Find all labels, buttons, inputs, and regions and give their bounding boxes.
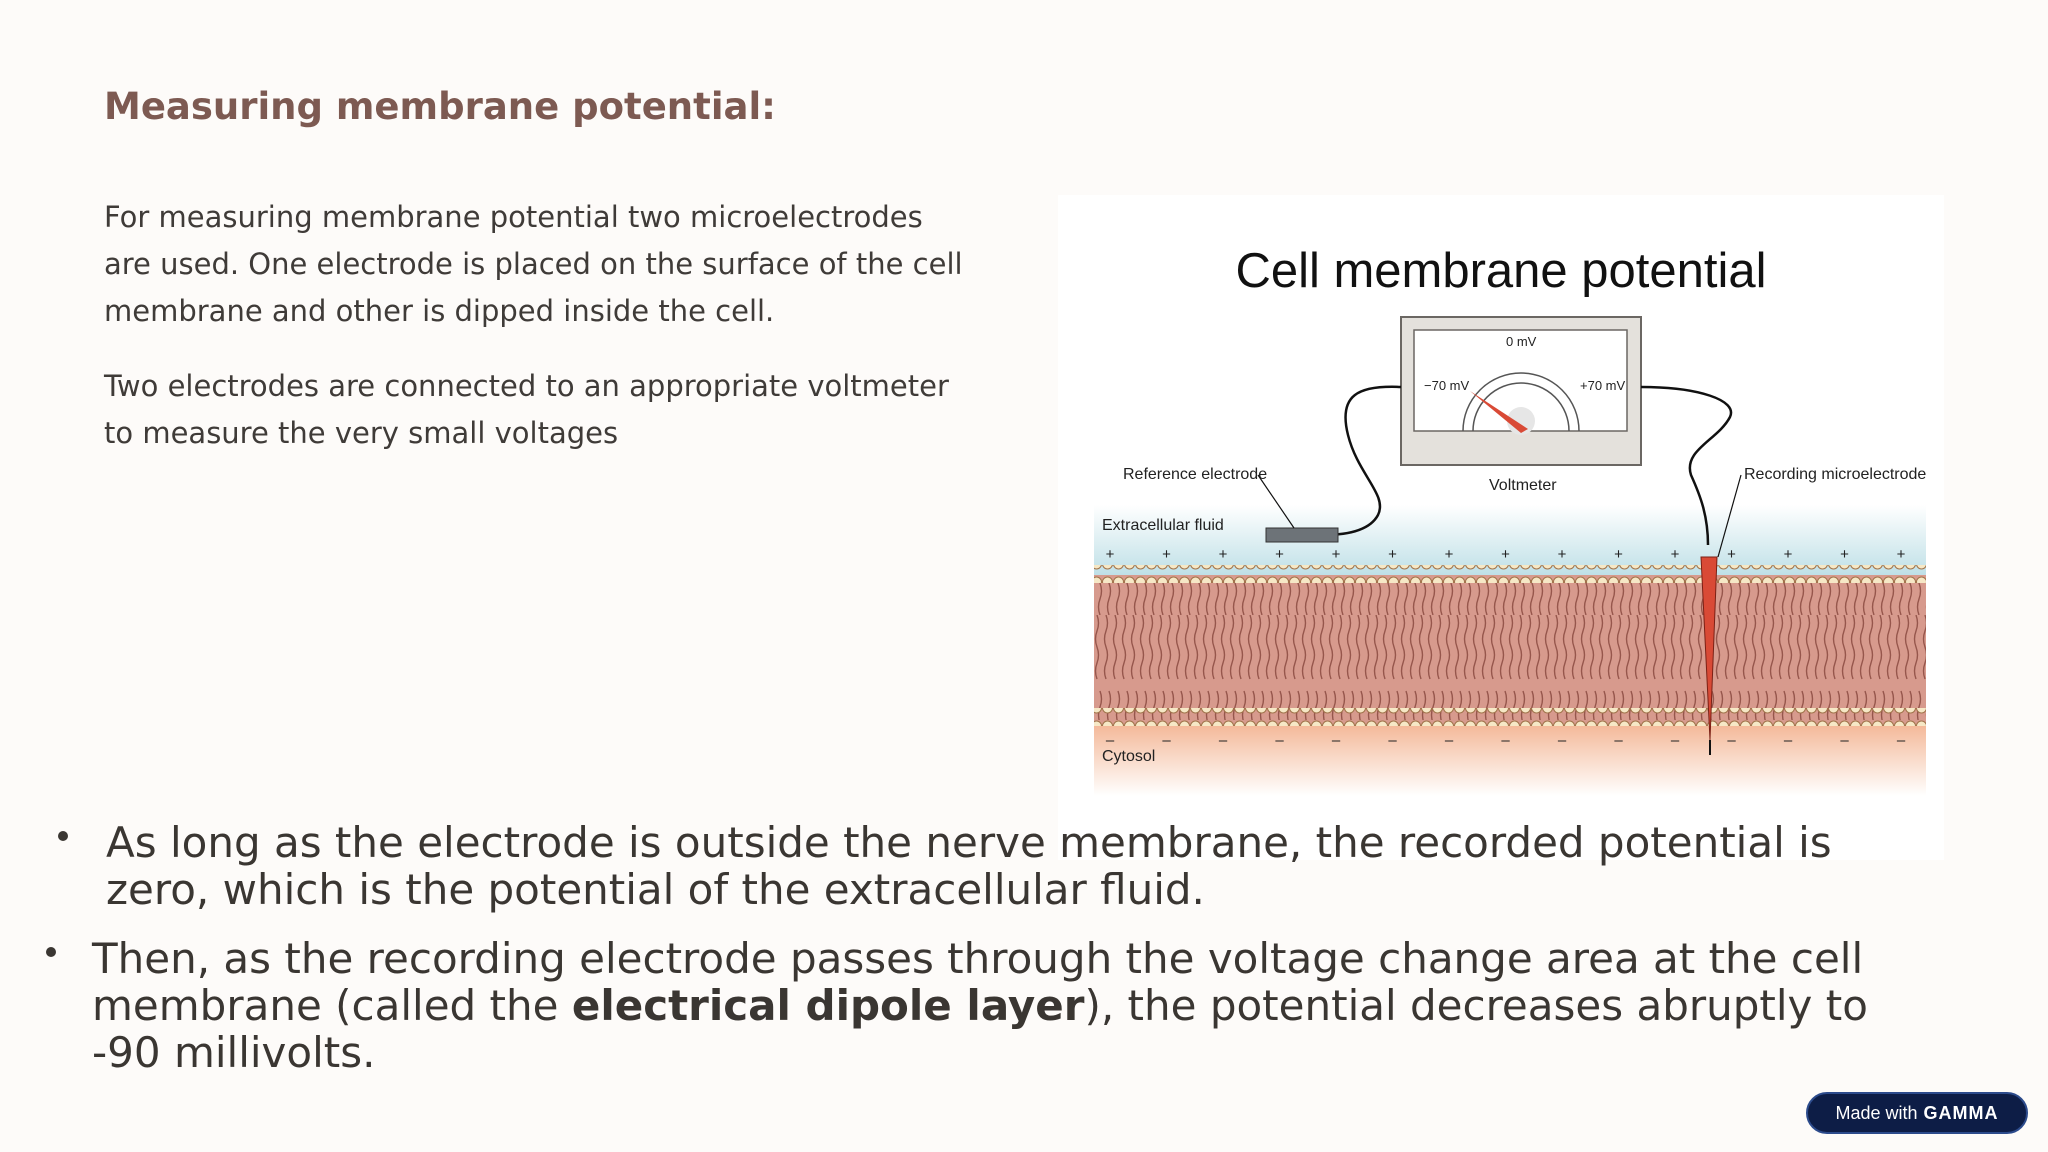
slide-title: Measuring membrane potential: [104,85,776,128]
plus-charge: + [1219,546,1228,563]
label-voltmeter: Voltmeter [1489,477,1557,494]
dial-arc-outer [1462,372,1580,432]
bullet-2-post: ), the potential decreases abruptly to -… [92,981,1868,1077]
plus-charge: + [1501,546,1510,563]
bullet-2-bold: electrical dipole layer [571,981,1085,1030]
plus-charge: + [1388,546,1397,563]
recording-pointer [1717,474,1742,558]
negative-charges: ––––––––––––––– [1106,732,1906,749]
positive-charges: + + + + + + + + + + + + + + + [1106,546,1906,563]
minus-charge: – [1897,732,1906,749]
label-neg-70: −70 mV [1424,378,1469,393]
label-cytosol: Cytosol [1102,748,1155,765]
minus-charge: – [1671,732,1680,749]
reference-pointer [1257,474,1295,529]
label-extracellular-fluid: Extracellular fluid [1102,517,1224,534]
paragraph-electrodes: For measuring membrane potential two mic… [104,200,963,328]
plus-charge: + [1671,546,1680,563]
plus-charge: + [1275,546,1284,563]
made-with-gamma-badge[interactable]: Made with GAMMA [1806,1092,2028,1134]
extracellular-region [1094,505,1926,575]
membrane-potential-figure: + + + + + + + + + + + + + + + – – – – – – – – – – – – – – – 0 mV −70… [1058,195,1944,860]
minus-charge: – [1388,732,1397,749]
minus-charge: – [1840,732,1849,749]
plus-charge: + [1332,546,1341,563]
minus-charge: – [1614,732,1623,749]
plus-charge: + [1106,546,1115,563]
plus-charge: + [1897,546,1906,563]
minus-charge: – [1162,732,1171,749]
dial-arc-inner [1472,382,1570,432]
plus-charge: + [1614,546,1623,563]
plus-charge: + [1445,546,1454,563]
bullet-2-pre: Then, as the recording electrode passes … [92,934,1864,1030]
minus-charge: – [1332,732,1341,749]
label-zero-mv: 0 mV [1506,334,1537,349]
inner-head-row [1094,708,1926,726]
membrane-diagram: + + + + + + + + + + + + + + + – – – – – – – – – – – – – – – 0 mV −70… [1094,316,1926,796]
minus-charge: – [1106,732,1115,749]
recording-wire [1640,385,1733,546]
badge-prefix: Made with [1835,1102,1918,1123]
plus-charge: + [1784,546,1793,563]
outer-head-row [1094,565,1926,583]
label-pos-70: +70 mV [1580,378,1625,393]
reference-wire [1322,385,1402,537]
plus-charge: + [1162,546,1171,563]
minus-charge: – [1501,732,1510,749]
plus-charge: + [1840,546,1849,563]
dial-hub [1507,407,1535,435]
voltmeter-needle [1470,391,1528,433]
cytosol-region [1094,726,1926,796]
bullet-dipole-layer: Then, as the recording electrode passes … [92,935,1892,1076]
bullet-dot-2 [46,947,56,957]
plus-charge: + [1558,546,1567,563]
recording-microelectrode [1700,556,1718,741]
minus-charge: – [1445,732,1454,749]
plus-charge: + [1727,546,1736,563]
minus-charge: – [1784,732,1793,749]
minus-charge: – [1219,732,1228,749]
paragraph-voltmeter: Two electrodes are connected to an appro… [104,369,949,450]
minus-charge: – [1275,732,1284,749]
bullet-outside-membrane: As long as the electrode is outside the … [106,818,1832,914]
minus-charge: – [1727,732,1736,749]
figure-title: Cell membrane potential [1235,244,1767,298]
label-recording-microelectrode: Recording microelectrode [1744,466,1926,483]
reference-electrode [1265,527,1339,543]
label-reference-electrode: Reference electrode [1123,466,1267,483]
badge-brand: GAMMA [1923,1102,1999,1123]
bullet-dot-1 [58,831,68,841]
minus-charge: – [1558,732,1567,749]
lipid-tails [1094,580,1926,720]
